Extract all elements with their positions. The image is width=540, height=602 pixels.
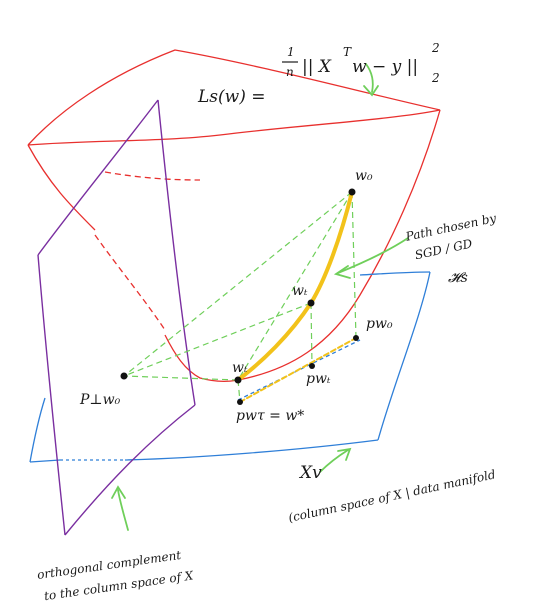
- arrow-path-head: [333, 265, 351, 279]
- column-space-dash-line: [237, 339, 361, 401]
- orthogonal-bottom-edge: [64, 404, 196, 536]
- label-w0: w₀: [355, 168, 373, 184]
- loss-surface-valley-left: [164, 334, 239, 382]
- column-space-path: [239, 337, 357, 403]
- arrow-xv-shaft: [319, 449, 349, 473]
- formula-body: || X: [302, 57, 332, 77]
- label-pw0: pw₀: [366, 316, 393, 332]
- formula-sup-2: 2: [431, 41, 440, 55]
- orthogonal-left-edge: [37, 254, 66, 536]
- arrow-loss-head: [363, 85, 379, 97]
- column-space-front-edge: [29, 459, 61, 463]
- label-pperp: P⊥w₀: [79, 392, 121, 408]
- proj-wstar-to-pperp: [123, 375, 239, 381]
- column-space-right-side: [377, 271, 431, 441]
- arrow-xv-head: [337, 447, 352, 461]
- projection-lines: [123, 191, 357, 403]
- label-pwt: pwₜ: [306, 371, 331, 387]
- arrow-loss-shaft: [365, 63, 374, 93]
- formula-sub-2: 2: [431, 71, 440, 85]
- label-wt: wₜ: [292, 283, 308, 299]
- point-pperp: [120, 372, 128, 380]
- annotation-arrows: [111, 63, 409, 531]
- loss-surface: [27, 49, 441, 382]
- loss-surface-left-dash: [94, 234, 166, 331]
- point-pwt: [309, 363, 315, 369]
- point-w0: [348, 188, 356, 196]
- proj-wt-to-pwt: [310, 302, 313, 367]
- loss-surface-back-dash: [104, 171, 201, 181]
- proj-w0-to-pw0: [351, 191, 357, 339]
- annotation-hs: 𝓗s: [448, 270, 468, 286]
- point-labels: w₀ wₜ wₜ pw₀ pwₜ pwτ = w* P⊥w₀: [79, 168, 393, 424]
- orthogonal-plane: [37, 99, 196, 536]
- loss-formula: Ls(w) = 1 n || X T w − y || 2 2: [197, 41, 440, 107]
- column-space-right-edge: [359, 271, 431, 276]
- proj-wt-to-pperp: [123, 302, 312, 377]
- loss-surface-valley-right: [237, 109, 441, 381]
- arrow-ortho-shaft: [117, 489, 129, 531]
- annotation-path-line1: Path chosen by: [404, 211, 498, 244]
- column-space-plane: [29, 271, 431, 463]
- point-pw0: [353, 335, 359, 341]
- orthogonal-top-edge: [37, 99, 159, 256]
- label-pwtau: pwτ = w*: [236, 408, 304, 424]
- point-wt: [307, 299, 315, 307]
- annotation-xv: Xv: [298, 463, 322, 483]
- proj-w0-to-pperp: [123, 191, 353, 377]
- point-wstar: [234, 376, 242, 384]
- formula-body2: w − y ||: [352, 57, 418, 77]
- orthogonal-right-edge: [157, 99, 196, 406]
- arrow-path-shaft: [337, 237, 409, 274]
- column-space-bottom-edge: [124, 439, 379, 461]
- formula-frac-num: 1: [287, 45, 295, 59]
- points: [120, 188, 359, 405]
- formula-sup-t: T: [343, 45, 352, 59]
- point-pwtau: [237, 399, 243, 405]
- proj-w0-to-wstar: [237, 191, 353, 381]
- formula-frac-den: n: [286, 65, 294, 79]
- label-wstar: wₜ: [232, 360, 248, 376]
- arrow-ortho-head: [111, 485, 126, 499]
- proj-wstar-to-pwtau: [237, 379, 241, 403]
- formula-lhs: Ls(w) =: [197, 87, 265, 107]
- column-space-left-edge: [29, 397, 46, 463]
- loss-surface-left-side: [27, 144, 96, 231]
